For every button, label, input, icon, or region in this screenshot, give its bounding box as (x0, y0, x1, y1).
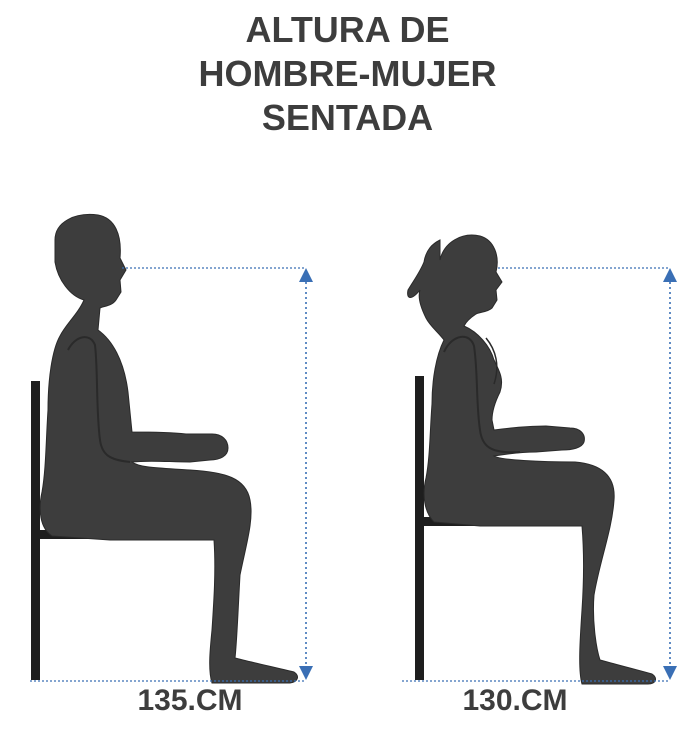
man-arrowhead-bottom (299, 666, 313, 680)
woman-arrowhead-bottom (663, 666, 677, 680)
man-arm-outline (67, 336, 131, 463)
woman-figure-group (402, 234, 677, 685)
woman-bust-outline (485, 337, 498, 385)
woman-height-label: 130.CM (462, 684, 568, 717)
diagram-title: ALTURA DE HOMBRE-MUJER SENTADA (0, 8, 695, 140)
man-height-label: 135.CM (137, 684, 243, 717)
title-line-3: SENTADA (261, 97, 434, 138)
man-figure-group (30, 213, 313, 684)
woman-silhouette (407, 234, 656, 685)
man-arrowhead-top (299, 268, 313, 282)
man-silhouette (39, 213, 298, 684)
woman-arm-outline (443, 336, 521, 454)
woman-arrowhead-top (663, 268, 677, 282)
title-line-2: HOMBRE-MUJER (198, 53, 497, 94)
title-line-1: ALTURA DE (245, 9, 450, 50)
